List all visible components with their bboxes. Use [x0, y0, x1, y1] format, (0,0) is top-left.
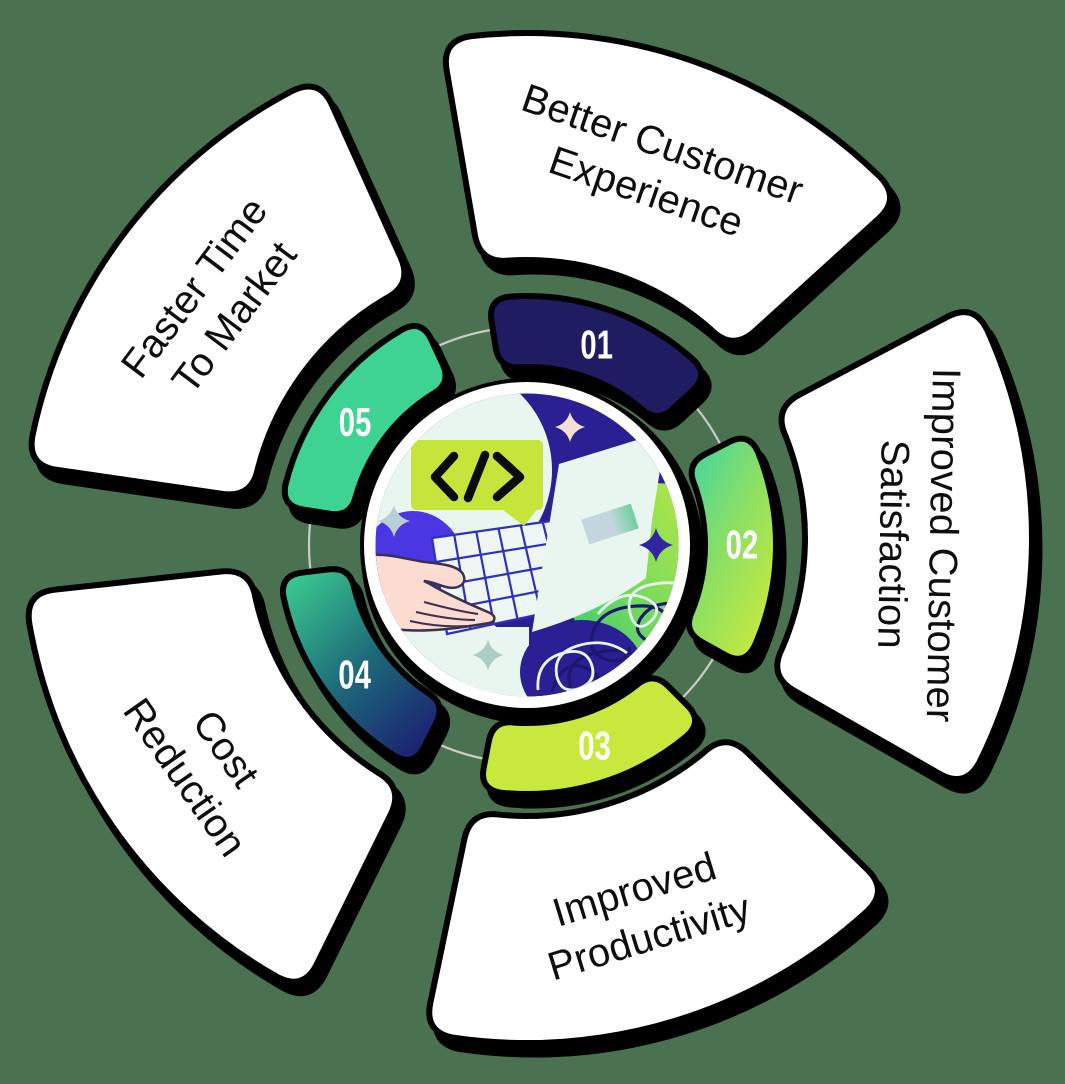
svg-text:04: 04 — [338, 652, 371, 698]
svg-text:Satisfaction: Satisfaction — [869, 439, 917, 649]
svg-text:02: 02 — [726, 522, 759, 568]
svg-text:Improved Customer: Improved Customer — [918, 368, 968, 723]
svg-text:05: 05 — [339, 399, 372, 445]
svg-text:03: 03 — [578, 723, 611, 769]
svg-text:01: 01 — [580, 322, 613, 368]
